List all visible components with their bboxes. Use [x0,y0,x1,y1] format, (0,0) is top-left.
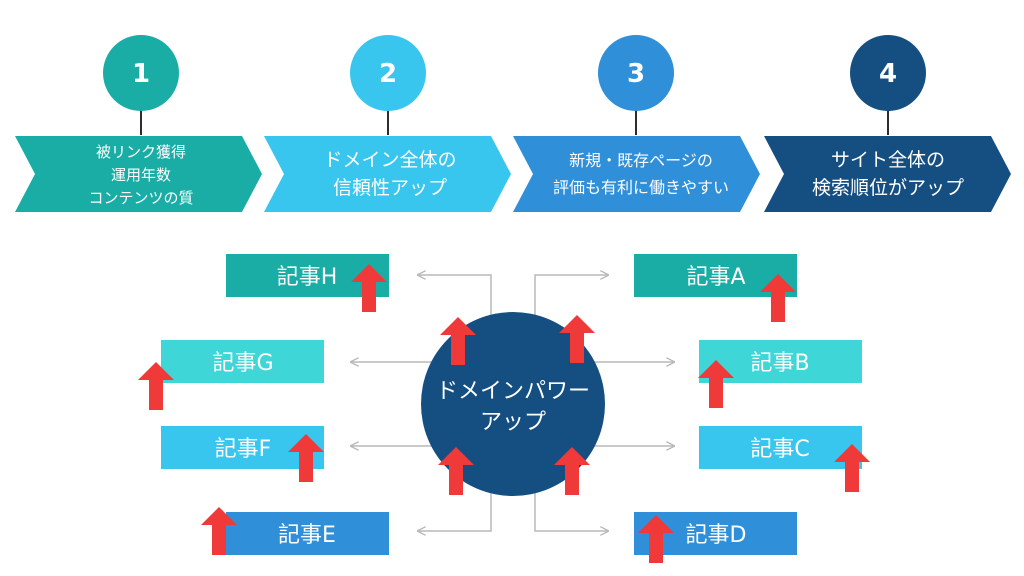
step-3-line-2: 評価も有利に働きやすい [553,178,729,197]
step-4-line-2: 検索順位がアップ [812,177,964,199]
article-e-box [226,512,389,555]
step-1-line-1: 被リンク獲得 [96,143,186,161]
up-arrow-icon [834,444,870,492]
step-1-circle [103,35,179,111]
up-arrow-icon [638,515,674,563]
connector-to-h [418,275,492,318]
step-3-circle [598,35,674,111]
step-2-number: 2 [379,59,397,89]
article-c: 記事C [699,426,862,469]
step-2-circle [350,35,426,111]
step-4-number: 4 [879,59,897,89]
article-d-label: 記事D [686,523,747,548]
up-arrow-icon [438,447,474,495]
article-g: 記事G [161,340,324,383]
step-1-line-2: 運用年数 [111,166,171,184]
up-arrow-icon [554,447,590,495]
center-circle [421,312,605,496]
step-1-line-3: コンテンツの質 [88,189,193,207]
article-g-box [161,340,324,383]
up-arrow-icon [201,507,237,555]
step-4: 4 サイト全体の 検索順位がアップ [764,35,1011,212]
step-3-chevron [513,136,760,212]
up-arrow-icon [138,362,174,410]
up-arrow-icon [288,434,324,482]
step-3-line-1: 新規・既存ページの [569,151,713,170]
up-arrows [138,264,870,563]
step-2: 2 ドメイン全体の 信頼性アップ [264,35,511,212]
connectors [351,275,674,531]
up-arrow-icon [760,274,796,322]
step-4-chevron [764,136,1011,212]
step-4-line-1: サイト全体の [831,149,945,171]
article-c-label: 記事C [750,437,809,462]
article-e-label: 記事E [278,523,336,548]
article-a-label: 記事A [686,265,745,290]
step-2-line-1: ドメイン全体の [323,149,456,171]
article-h-label: 記事H [277,265,338,290]
connector-to-d [534,490,608,531]
up-arrow-icon [698,360,734,408]
step-1-chevron [15,136,262,212]
center-line-2: アップ [480,410,546,435]
step-1: 1 被リンク獲得 運用年数 コンテンツの質 [15,35,262,212]
article-e: 記事E [226,512,389,555]
step-3-number: 3 [627,59,645,89]
article-f-label: 記事F [215,437,272,462]
domain-power-center: ドメインパワー アップ [421,312,605,496]
step-2-chevron [264,136,511,212]
up-arrow-icon [351,264,387,312]
article-b-label: 記事B [750,351,809,376]
step-2-line-2: 信頼性アップ [333,177,447,199]
step-1-number: 1 [132,59,150,89]
step-4-circle [850,35,926,111]
article-f: 記事F [161,426,324,469]
center-line-1: ドメインパワー [436,379,590,404]
connector-to-a [534,275,608,318]
up-arrow-icon [559,315,595,363]
step-3: 3 新規・既存ページの 評価も有利に働きやすい [513,35,760,212]
up-arrow-icon [440,317,476,365]
connector-to-e [418,490,492,531]
article-g-label: 記事G [212,351,273,376]
